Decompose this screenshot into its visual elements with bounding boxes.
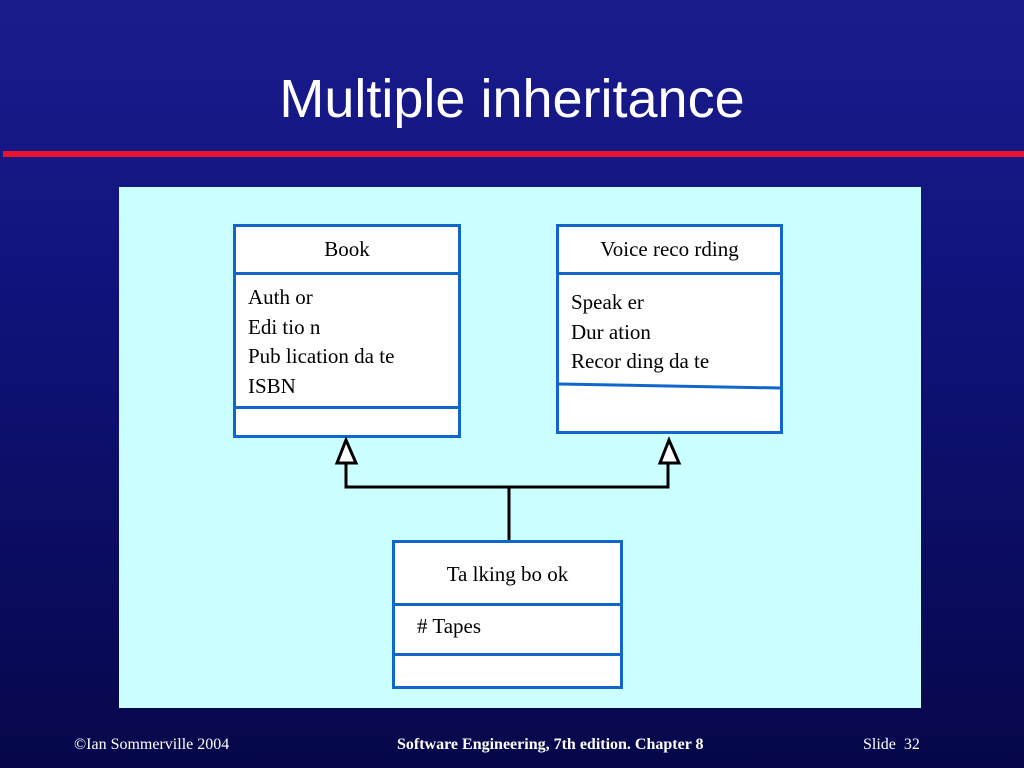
footer-copyright: ©Ian Sommerville 2004 (74, 736, 230, 753)
attribute: Recor ding da te (571, 349, 710, 373)
attribute: Pub lication da te (248, 344, 395, 368)
class-talking-book-attributes: # Tapes (395, 606, 620, 656)
generalization-arrowhead-voice-recording (657, 436, 682, 465)
attribute: Edi tio n (248, 314, 321, 339)
class-talking-book: Ta lking bo ok # Tapes (392, 540, 623, 689)
class-book: Book Auth or Edi tio n Pub lication da t… (233, 224, 461, 438)
slide-title: Multiple inheritance (279, 69, 745, 129)
class-book-name: Book (236, 227, 458, 275)
attribute: Auth or (248, 285, 313, 309)
footer-book-title: Software Engineering, 7th edition. Chapt… (397, 736, 704, 753)
generalization-line-to-voice-recording (509, 464, 670, 489)
class-voice-recording-attributes: Speak er Dur ation Recor ding da te (559, 275, 780, 390)
class-voice-recording-divider (559, 382, 780, 390)
generalization-line-to-book (344, 464, 509, 489)
class-voice-recording-name: Voice reco rding (559, 227, 780, 275)
footer-slide-number: Slide 32 (863, 736, 920, 753)
title-divider (3, 151, 1024, 157)
attribute: ISBN (248, 373, 296, 398)
attribute: Speak er (571, 290, 644, 314)
class-voice-recording: Voice reco rding Speak er Dur ation Reco… (556, 224, 783, 434)
generalization-arrowhead-book (334, 436, 359, 465)
attribute: # Tapes (417, 614, 482, 638)
attribute: Dur ation (571, 319, 651, 344)
class-talking-book-name: Ta lking bo ok (395, 543, 620, 606)
class-book-attributes: Auth or Edi tio n Pub lication da te ISB… (236, 275, 458, 409)
